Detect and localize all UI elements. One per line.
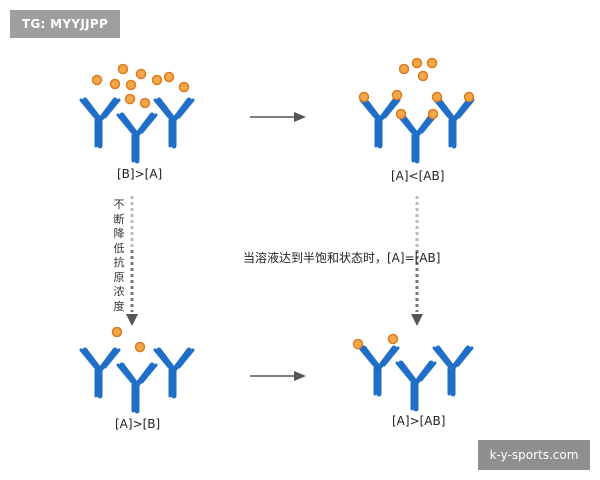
antibody: [434, 348, 472, 394]
site-watermark: k-y-sports.com: [478, 440, 590, 470]
antibody: [155, 350, 193, 396]
antigen: [91, 74, 103, 86]
antigen: [398, 63, 410, 75]
antigen: [417, 70, 429, 82]
arrow-right-top: [250, 112, 306, 122]
dashed-arrow-right: [411, 196, 423, 326]
antigen: [111, 326, 123, 338]
antigen: [139, 97, 151, 109]
telegram-watermark: TG: MYYJJPP: [10, 10, 120, 38]
antigen: [463, 91, 475, 103]
antibody: [360, 348, 398, 394]
antigen: [124, 93, 136, 105]
antigen: [391, 89, 403, 101]
antigen: [395, 108, 407, 120]
antigen-group: [358, 57, 475, 120]
dashed-arrow-left: [126, 196, 138, 326]
antigen-group: [352, 333, 399, 350]
antibody: [435, 100, 473, 146]
antigen: [431, 91, 443, 103]
antigen: [387, 333, 399, 345]
antibody: [361, 100, 399, 146]
antigen: [427, 108, 439, 120]
panel-top-right: [358, 57, 475, 162]
label-top-right: [A]<[AB]: [391, 169, 445, 183]
antibody: [397, 363, 435, 409]
antigen: [358, 91, 370, 103]
label-bottom-left: [A]>[B]: [115, 417, 161, 431]
antibody: [81, 350, 119, 396]
label-middle-note: 当溶液达到半饱和状态时，[A]=[AB]: [243, 251, 441, 265]
antigen: [125, 79, 137, 91]
antigen: [163, 71, 175, 83]
antigen: [134, 341, 146, 353]
antibody: [398, 115, 436, 161]
antibody: [118, 365, 156, 411]
antigen: [151, 74, 163, 86]
antigen-group: [111, 326, 146, 353]
antigen: [109, 78, 121, 90]
antigen: [135, 68, 147, 80]
antigen: [117, 63, 129, 75]
panel-bottom-right: [352, 333, 473, 410]
antigen: [178, 81, 190, 93]
panel-top-left: [81, 63, 193, 162]
antigen: [352, 338, 364, 350]
antigen-group: [91, 63, 190, 109]
antibody: [118, 115, 156, 161]
label-top-left: [B]>[A]: [117, 167, 163, 181]
antigen: [411, 57, 423, 69]
label-left-vertical: 不断降低抗原浓度: [113, 198, 125, 313]
antibody: [81, 100, 119, 146]
arrow-right-bottom: [250, 371, 306, 381]
antigen: [426, 57, 438, 69]
label-bottom-right: [A]>[AB]: [392, 414, 446, 428]
antibody: [155, 100, 193, 146]
panel-bottom-left: [81, 326, 193, 412]
